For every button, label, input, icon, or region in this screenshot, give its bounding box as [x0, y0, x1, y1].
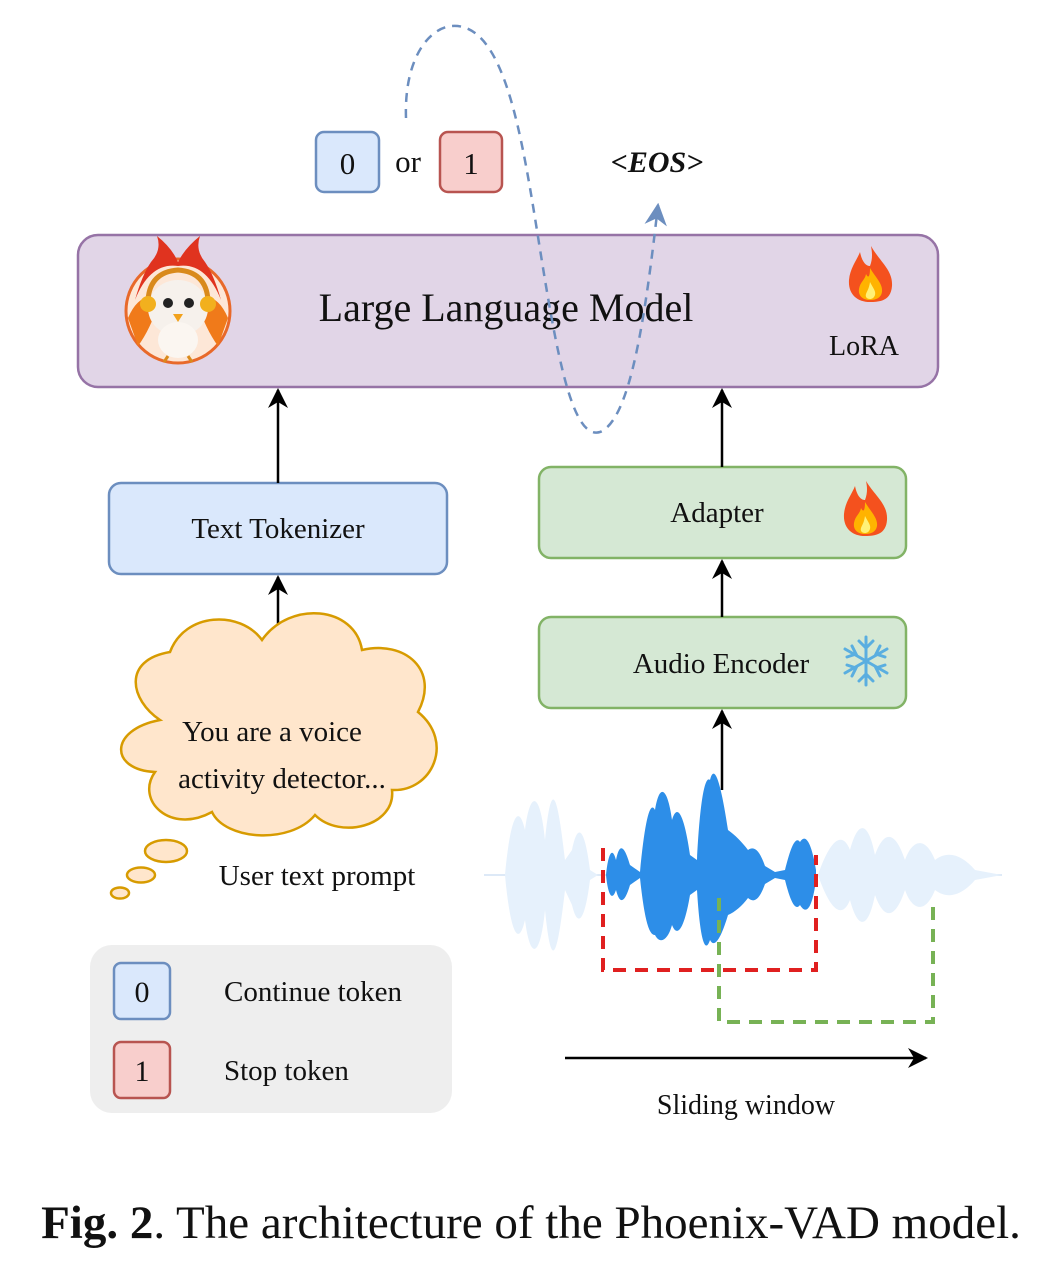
autoregressive-loop-curve	[404, 24, 667, 434]
legend-panel: 0 Continue token 1 Stop token	[90, 945, 452, 1113]
legend-item-stop: 1 Stop token	[112, 1040, 349, 1100]
sliding-window-label: Sliding window	[657, 1090, 836, 1121]
waveform-faded-right	[818, 828, 1002, 922]
audio-waveform	[484, 773, 1002, 951]
sliding-window-red	[601, 848, 818, 972]
prompt-line-1: You are a voice	[182, 716, 362, 748]
figure-caption-lead: Fig. 2	[41, 1197, 154, 1249]
prompt-line-2: activity detector...	[178, 763, 386, 795]
legend-token-1: 1	[135, 1055, 150, 1088]
llm-box	[76, 233, 940, 389]
audio-encoder-label: Audio Encoder	[633, 648, 810, 680]
legend-label-continue: Continue token	[224, 976, 403, 1008]
snowflake-icon	[843, 635, 889, 687]
text-tokenizer-box: Text Tokenizer	[107, 481, 449, 576]
lora-label: LoRA	[829, 331, 900, 362]
llm-title: Large Language Model	[319, 285, 694, 330]
adapter-label: Adapter	[670, 497, 764, 529]
sliding-window-green	[717, 898, 935, 1024]
figure-caption: Fig. 2. The architecture of the Phoenix-…	[0, 1196, 1062, 1250]
or-label: or	[395, 144, 422, 179]
audio-encoder-box: Audio Encoder	[537, 615, 908, 710]
thought-bubble-large	[143, 838, 189, 864]
text-tokenizer-label: Text Tokenizer	[191, 513, 365, 545]
legend-label-stop: Stop token	[224, 1055, 349, 1087]
figure-caption-text: . The architecture of the Phoenix-VAD mo…	[153, 1197, 1021, 1249]
eos-token: <EOS>	[611, 146, 704, 179]
waveform-active	[606, 773, 816, 946]
prompt-cloud: You are a voice activity detector...	[119, 611, 438, 837]
waveform-faded-left	[505, 799, 598, 951]
thought-bubble-medium	[125, 866, 157, 884]
fire-icon	[848, 246, 893, 302]
output-token-zero: 0	[314, 130, 381, 194]
adapter-box: Adapter	[537, 465, 908, 560]
legend-item-continue: 0 Continue token	[112, 961, 403, 1021]
output-token-one: 1	[438, 130, 504, 194]
output-token-one-label: 1	[463, 146, 479, 181]
phoenix-mascot-icon	[124, 236, 232, 365]
adapter-fire-icon	[843, 481, 888, 536]
legend-token-0: 0	[135, 976, 150, 1009]
prompt-caption: User text prompt	[219, 860, 416, 892]
thought-bubble-small	[109, 886, 131, 900]
output-token-zero-label: 0	[340, 146, 356, 181]
